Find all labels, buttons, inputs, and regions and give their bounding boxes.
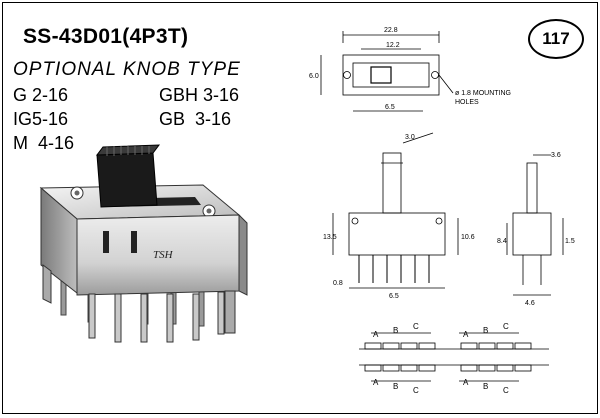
svg-text:A: A [463,330,469,339]
knob-option-m: M 4-16 [13,133,75,153]
svg-text:10.6: 10.6 [461,234,475,241]
svg-text:A: A [373,330,379,339]
model-title: SS-43D01(4P3T) [23,25,189,48]
svg-text:3.6: 3.6 [551,152,561,159]
knob-option-gbh: GBH 3-16 [159,85,240,105]
svg-text:6.0: 6.0 [309,73,319,80]
knob-option-ig: IG5-16 [13,109,69,129]
circuit-diagrams: A B C A B C A B C A B C [359,322,549,395]
page-number-badge: 117 [528,19,584,59]
svg-text:B: B [483,326,488,335]
svg-text:13.5: 13.5 [323,234,337,241]
svg-text:4.6: 4.6 [525,300,535,307]
top-view: 22.8 12.2 6.0 6.5 ø 1.8 MOUNTING HOLES [309,27,511,112]
svg-text:C: C [413,322,419,331]
svg-text:C: C [413,386,419,395]
knob-option-gb: GB 3-16 [159,109,232,129]
svg-text:A: A [463,378,469,387]
svg-text:3.0: 3.0 [405,134,415,141]
knob-type-subtitle: OPTIONAL KNOB TYPE [13,59,241,80]
svg-text:22.8: 22.8 [384,27,398,34]
svg-text:ø 1.8 MOUNTING: ø 1.8 MOUNTING [455,90,511,97]
svg-text:B: B [483,382,488,391]
front-view: 3.0 13.5 10.6 6.5 0.8 [323,132,475,300]
svg-text:HOLES: HOLES [455,99,479,106]
svg-text:8.4: 8.4 [497,238,507,245]
svg-text:C: C [503,322,509,331]
technical-drawing: 22.8 12.2 6.0 6.5 ø 1.8 MOUNTING HOLES 3… [309,27,575,395]
side-view: 3.6 8.4 1.5 4.6 [497,152,575,307]
svg-text:A: A [373,378,379,387]
svg-text:12.2: 12.2 [386,42,400,49]
svg-text:B: B [393,326,398,335]
svg-text:0.8: 0.8 [333,280,343,287]
svg-text:6.5: 6.5 [389,293,399,300]
datasheet-page: SS-43D01(4P3T) OPTIONAL KNOB TYPE G 2-16… [2,2,598,414]
svg-text:C: C [503,386,509,395]
svg-text:1.5: 1.5 [565,238,575,245]
switch-photo: TSH [39,144,248,343]
knob-option-g: G 2-16 [13,85,69,105]
svg-text:B: B [393,382,398,391]
svg-text:6.5: 6.5 [385,104,395,111]
brand-mark: TSH [153,249,174,261]
